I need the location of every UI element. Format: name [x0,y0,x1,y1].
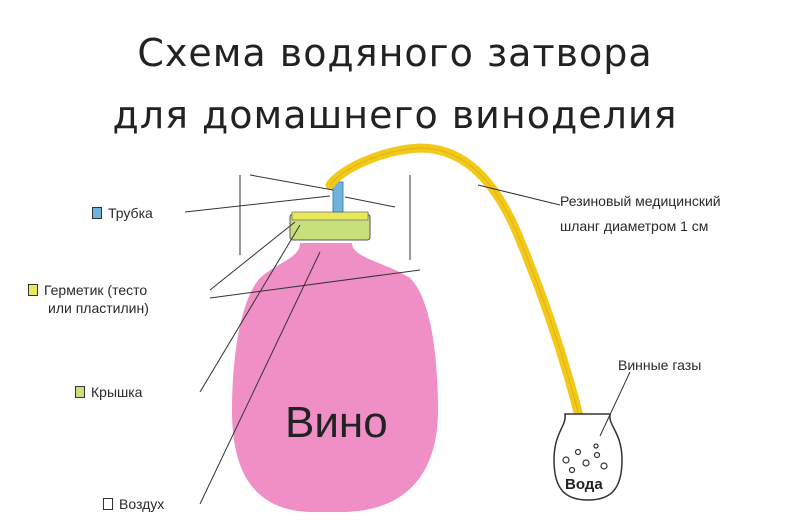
hose-label-2: шланг диаметром 1 см [560,218,709,234]
title-line-1: Схема водяного затвора [137,31,653,75]
legend-tube-label: Трубка [108,205,153,221]
lid-swatch-icon [75,386,85,398]
sealant [291,211,369,221]
legend-sealant: Герметик (тесто [28,282,147,299]
tube [332,181,344,213]
wine-label: Вино [285,398,388,447]
legend-tube: Трубка [92,205,153,222]
pointer-lines [184,174,631,505]
hose-label-1: Резиновый медицинский [560,193,721,209]
legend-lid-label: Крышка [91,384,143,400]
wine-bottle [232,243,438,512]
bubbles [562,443,608,474]
legend-lid: Крышка [75,384,142,401]
tube-swatch-icon [92,207,102,219]
legend-sealant-label-2: или пластилин) [48,300,149,316]
water-label: Вода [565,476,603,493]
air-swatch-icon [103,498,113,510]
water-jar [553,413,623,501]
legend-air: Воздух [103,496,164,513]
gases-label: Винные газы [618,357,702,373]
sealant-swatch-icon [28,284,38,296]
title-line-2: для домашнего виноделия [112,93,678,137]
legend-sealant-label-1: Герметик (тесто [44,282,148,298]
legend-air-label: Воздух [119,496,165,512]
